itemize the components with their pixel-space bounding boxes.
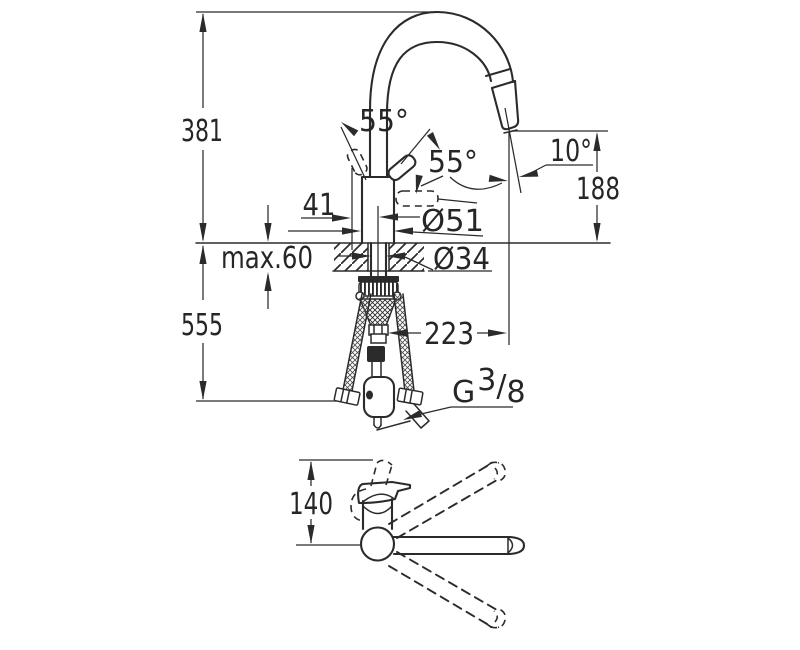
hose-weight [362,375,396,419]
hose-left [343,294,371,391]
body-outline [360,175,396,245]
lever-handle-top [357,480,412,505]
dim-188-label: 188 [576,172,620,207]
handle-solid [387,154,417,182]
front-view: 381 555 max.60 [181,10,620,431]
handle-axis-left [340,126,367,181]
dim-d51-label: Ø51 [421,204,484,239]
dim-55-main-label: 55° [359,104,409,139]
dim-55-side-label: 55° [428,145,478,180]
dim-55-side: 55° [412,145,509,195]
hose-coupling [367,346,385,362]
dim-223-label: 223 [424,317,474,352]
dim-41-label: 41 [303,188,336,223]
spout-outer-line [368,10,515,179]
spout-inner-line [385,40,493,179]
faucet-spout [368,10,520,179]
dim-max60: max.60 [221,205,313,309]
hose-right-nut [396,387,424,406]
base-circle [359,526,396,562]
faucet-top [350,459,526,629]
faucet-body [340,126,478,277]
head-axis-line [504,107,522,194]
dim-555: 555 [181,245,223,400]
dim-381-label: 381 [181,114,223,149]
dim-140: 140 [289,459,373,546]
dim-381: 381 [181,13,223,242]
spout-swing-up [388,461,507,539]
lever-swing-arc [350,488,367,522]
spray-head [490,79,520,131]
top-view: 140 [289,459,526,629]
body-dome-arc [362,505,393,515]
dim-41: 41 [301,168,353,250]
spout-joint-line-2 [490,79,517,90]
thread-nipple [413,403,430,422]
dim-188: 188 [512,130,620,242]
hose-left-nut [333,387,361,406]
spout-swing-down [388,551,507,629]
dim-10: 10° [504,107,593,345]
dim-d51: Ø51 [288,204,484,239]
dim-223: 223 [388,317,507,352]
spout-end-cap [508,535,526,556]
dim-140-label: 140 [289,487,333,522]
spout-joint-line-1 [484,67,512,78]
dim-555-label: 555 [181,308,223,343]
handle-axis-extension [437,198,478,204]
dim-max60-label: max.60 [221,241,313,276]
thread-label: G3/8 [452,363,526,410]
dim-10-label: 10° [550,134,592,169]
thread-callout: G3/8 [401,363,526,424]
hose-right [394,294,414,392]
lever-dashed-tip [376,459,393,466]
dim-d34-label: Ø34 [433,242,490,277]
supply-hoses [333,293,430,431]
dim-d34: Ø34 [338,242,492,277]
handle-axis-right [400,128,431,165]
dim-55-main: 55° [338,104,444,152]
